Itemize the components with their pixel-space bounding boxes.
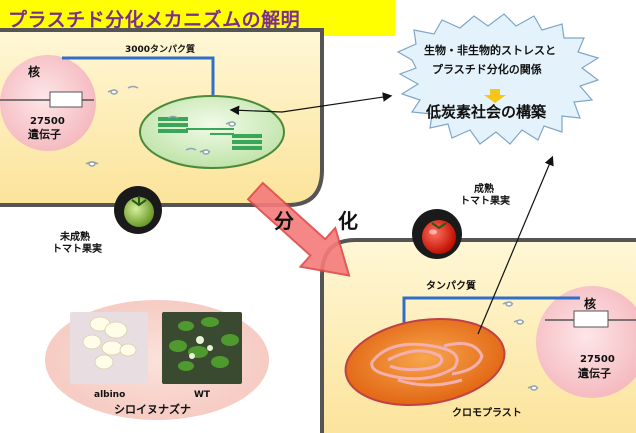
unripe-tomato bbox=[124, 197, 154, 227]
top-nucleus bbox=[0, 55, 96, 151]
bottom-gene-box bbox=[573, 310, 609, 328]
albino-leaves bbox=[82, 316, 137, 370]
thylakoids bbox=[158, 117, 262, 150]
bottom-protein-label: タンパク質 bbox=[426, 281, 476, 292]
unripe-tomato-label-1: 未成熟 bbox=[60, 232, 90, 243]
chromoplast-link-arrow bbox=[477, 155, 554, 335]
wt-flowers bbox=[189, 336, 213, 359]
bottom-nucleus bbox=[536, 286, 636, 398]
chromoplast-label: クロモプラスト bbox=[452, 408, 522, 419]
protein-particles bbox=[85, 85, 539, 391]
differentiation-char-1: 分 bbox=[274, 209, 294, 233]
top-protein-label: 3000タンパク質 bbox=[125, 45, 196, 55]
differentiation-arrow bbox=[246, 181, 351, 277]
plant-caption: シロイヌナズナ bbox=[114, 403, 191, 416]
top-gene-label: 遺伝子 bbox=[28, 128, 61, 141]
ripe-tomato bbox=[422, 220, 456, 254]
cloud-line-2: プラスチド分化の関係 bbox=[432, 63, 542, 76]
bottom-protein-arrow bbox=[402, 296, 580, 330]
unripe-tomato-label-2: トマト果実 bbox=[52, 244, 102, 255]
chloroplast-link-arrow-b bbox=[281, 92, 393, 113]
top-nucleus-label: 核 bbox=[28, 65, 41, 79]
wt-label: WT bbox=[194, 390, 211, 400]
bottom-nucleus-label: 核 bbox=[584, 297, 597, 311]
research-goal-cloud bbox=[396, 13, 600, 145]
albino-label: albino bbox=[94, 390, 126, 400]
bottom-gene-label: 遺伝子 bbox=[578, 367, 611, 380]
chromoplast-membranes bbox=[370, 342, 484, 387]
differentiation-char-2: 化 bbox=[338, 209, 358, 233]
top-gene-count: 27500 bbox=[30, 116, 65, 127]
ripe-tomato-label-2: トマト果実 bbox=[460, 196, 510, 207]
bottom-gene-count: 27500 bbox=[580, 354, 615, 365]
top-protein-arrow bbox=[62, 56, 215, 100]
chromoplast bbox=[344, 317, 506, 407]
chloroplast-link-arrow-a bbox=[229, 105, 283, 116]
page-title: プラスチド分化メカニズムの解明 bbox=[8, 9, 301, 31]
cloud-line-1: 生物・非生物的ストレスと bbox=[424, 44, 556, 57]
ripe-tomato-label-1: 成熟 bbox=[474, 184, 494, 195]
cloud-down-arrow bbox=[484, 89, 506, 103]
cloud-line-3: 低炭素社会の構築 bbox=[426, 103, 547, 121]
top-gene-box bbox=[49, 91, 83, 108]
